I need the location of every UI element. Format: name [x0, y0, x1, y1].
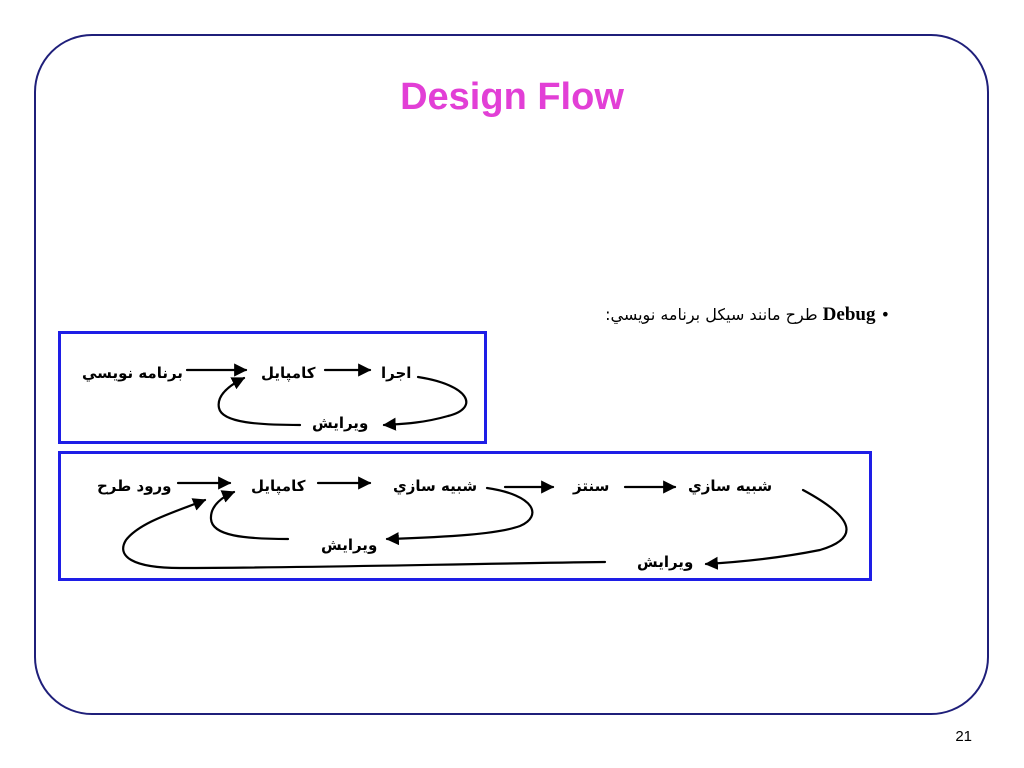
flow1-node-edit: ويرايش	[312, 414, 369, 432]
flow2-node-edit-1: ويرايش	[321, 536, 378, 554]
bullet-term: Debug	[822, 304, 876, 325]
flow1-node-programming: برنامه نويسي	[82, 364, 183, 382]
flow2-node-compile: كامپايل	[251, 477, 306, 495]
flow2-arrow-sim-to-edit	[385, 486, 534, 546]
bullet-marker: •	[880, 305, 890, 324]
flow1-node-compile: كامپايل	[261, 364, 316, 382]
slide-title: Design Flow	[400, 76, 624, 118]
flow2-node-synthesis: سنتز	[573, 477, 610, 495]
flow-box-programming	[58, 331, 487, 444]
flow2-arrow-edit-to-compile	[209, 490, 290, 541]
flow1-arrow-edit-to-compile	[217, 376, 302, 427]
flow2-node-simulate-1: شبيه سازي	[393, 477, 478, 495]
flow1-node-run: اجرا	[381, 364, 412, 382]
flow2-node-edit-2: ويرايش	[637, 553, 694, 571]
flow2-node-simulate-2: شبيه سازي	[688, 477, 773, 495]
flow2-node-design-entry: ورود طرح	[97, 477, 172, 495]
flow1-arrow-run-to-edit	[382, 375, 468, 431]
flow2-arrow-sim2-to-edit2	[704, 488, 848, 570]
flow-box-design	[58, 451, 872, 581]
debug-bullet: • Debug طرح مانند سيكل برنامه نويسي:	[605, 304, 890, 326]
flow2-arrow-edit2-to-entry	[122, 498, 607, 570]
page-number: 21	[955, 728, 972, 745]
bullet-text: طرح مانند سيكل برنامه نويسي:	[605, 305, 818, 324]
slide-frame	[34, 34, 989, 715]
